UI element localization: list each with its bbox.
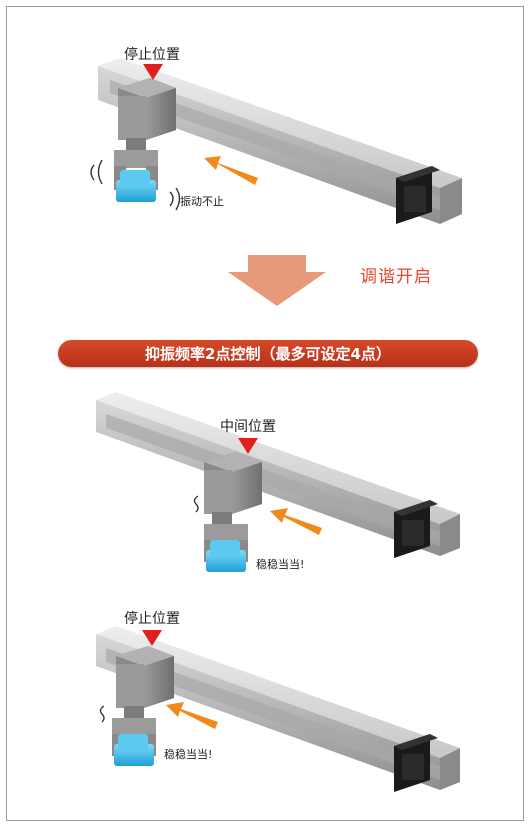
actuator-scene-stop-vibrating <box>90 58 462 224</box>
stop-position-marker <box>142 630 162 646</box>
stop-position-label: 停止位置 <box>124 47 180 63</box>
vibration-lines <box>90 159 181 211</box>
middle-position-label: 中间位置 <box>220 419 276 435</box>
vertical-shaft <box>212 512 232 526</box>
motor-end-block <box>394 500 438 558</box>
motion-arrow <box>166 702 218 729</box>
big-down-arrow <box>228 255 326 306</box>
stable-label: 稳稳当当! <box>256 558 305 571</box>
motion-arrow <box>270 508 322 535</box>
vertical-shaft <box>124 706 144 720</box>
stop-position-label: 停止位置 <box>124 611 180 627</box>
motor-end-block <box>396 166 440 224</box>
middle-position-marker <box>238 438 258 454</box>
stop-position-marker <box>143 64 163 80</box>
control-banner: 抑振频率2点控制（最多可设定4点） <box>58 340 478 367</box>
slider-carriage <box>204 452 262 514</box>
linear-rail <box>96 392 460 556</box>
tuning-on-label: 调谐开启 <box>360 267 432 287</box>
settle-squiggle <box>193 495 199 513</box>
stable-label: 稳稳当当! <box>164 748 213 761</box>
workpiece <box>114 734 154 766</box>
vibration-label: 振动不止 <box>180 195 224 208</box>
linear-rail <box>98 58 462 224</box>
settle-squiggle <box>99 705 105 723</box>
slider-carriage <box>116 646 174 708</box>
slider-carriage <box>118 78 176 140</box>
motor-end-block <box>394 734 438 792</box>
workpiece <box>116 170 156 202</box>
motion-arrow <box>204 156 258 185</box>
vertical-shaft <box>126 138 146 152</box>
linear-rail <box>96 626 460 790</box>
transition-scene <box>228 255 326 306</box>
workpiece <box>206 540 246 572</box>
